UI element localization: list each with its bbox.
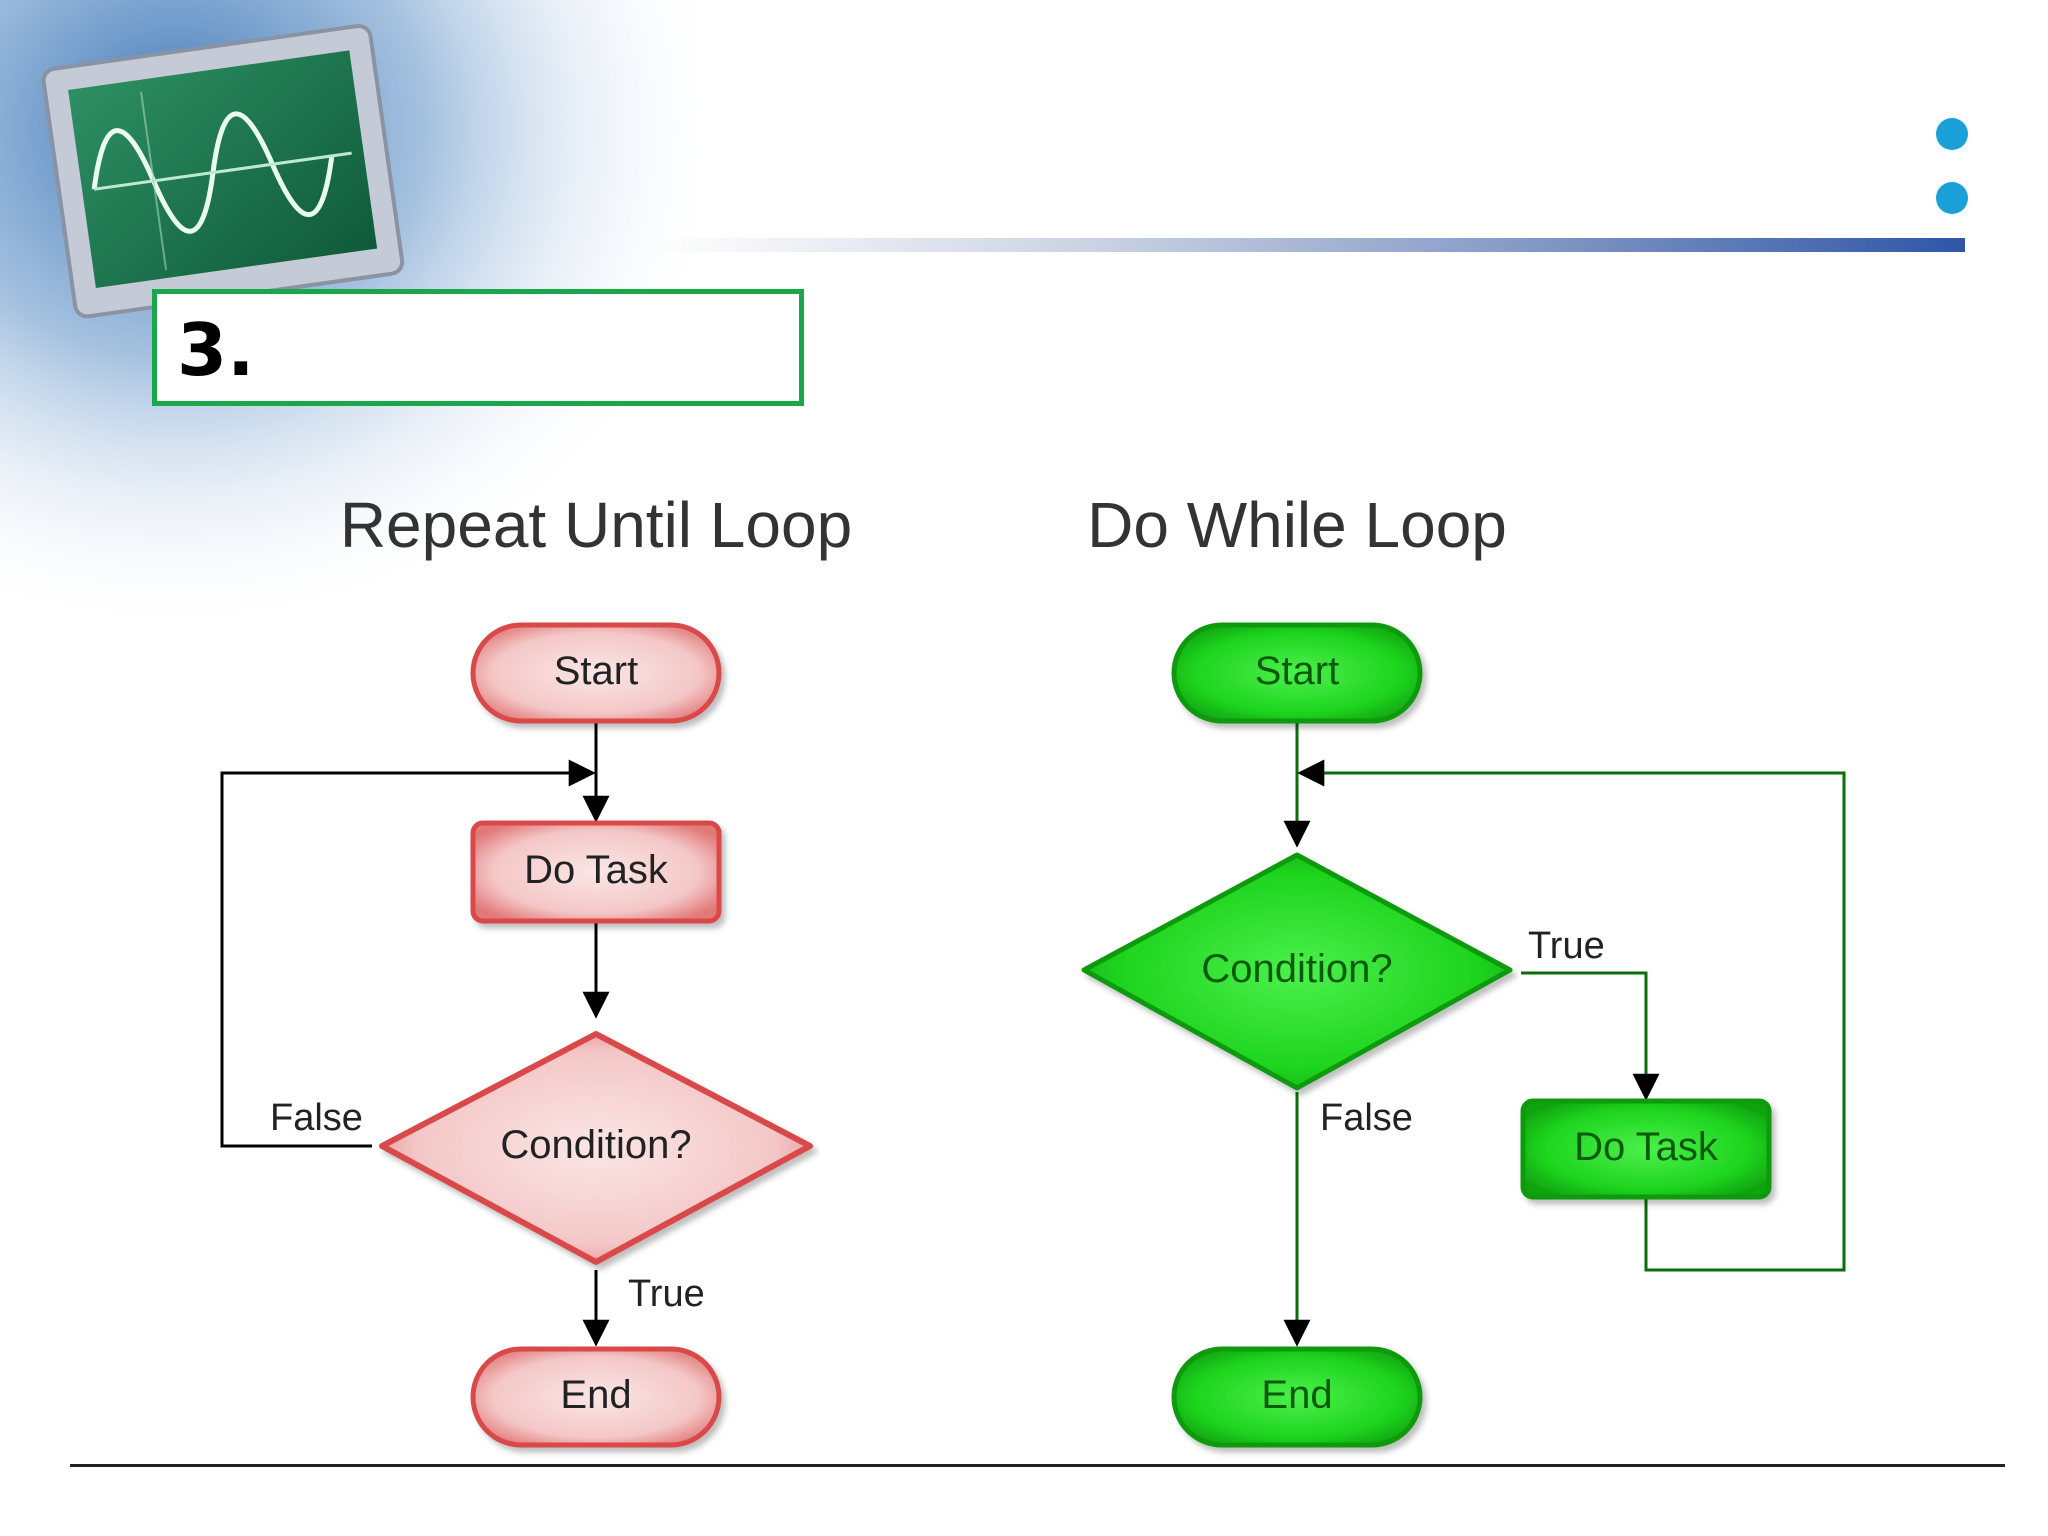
do-task-process (470, 820, 722, 924)
title-box: 3. (152, 289, 804, 406)
do-task-label: Do Task (524, 848, 669, 892)
do-task-process (1520, 1098, 1772, 1200)
connector-true-task (1521, 971, 1660, 1101)
do-while-title: Do While Loop (1087, 489, 1507, 561)
repeat-until-title: Repeat Until Loop (340, 489, 852, 561)
end-label: End (1261, 1373, 1332, 1417)
start-terminal (1171, 622, 1423, 724)
start-label: Start (1255, 649, 1339, 693)
true-branch-label: True (628, 1273, 705, 1315)
false-branch-label: False (270, 1097, 363, 1139)
end-terminal (470, 1346, 722, 1448)
start-terminal (470, 622, 722, 724)
condition-decision (379, 1031, 813, 1265)
start-label: Start (554, 649, 638, 693)
condition-label: Condition? (1201, 947, 1392, 991)
false-branch-label: False (1320, 1097, 1413, 1139)
footer-divider (70, 1464, 2005, 1467)
end-terminal (1171, 1346, 1423, 1448)
repeat-until-flowchart: Repeat Until Loop Start Do Task Conditio… (220, 489, 852, 1448)
do-while-flowchart: Do While Loop Start Condition? True Fals… (1081, 489, 1846, 1448)
true-branch-label: True (1528, 925, 1605, 967)
connector-false-loopback (220, 759, 596, 1148)
bullet-dot-icon (1936, 118, 1968, 150)
do-task-label: Do Task (1574, 1125, 1719, 1169)
end-label: End (560, 1373, 631, 1417)
connector-task-loopback (1297, 759, 1846, 1272)
header-gradient-bar (655, 238, 1965, 252)
condition-decision (1081, 852, 1513, 1091)
slide-number: 3. (177, 308, 255, 392)
condition-label: Condition? (500, 1123, 691, 1167)
bullet-dot-icon (1936, 182, 1968, 214)
